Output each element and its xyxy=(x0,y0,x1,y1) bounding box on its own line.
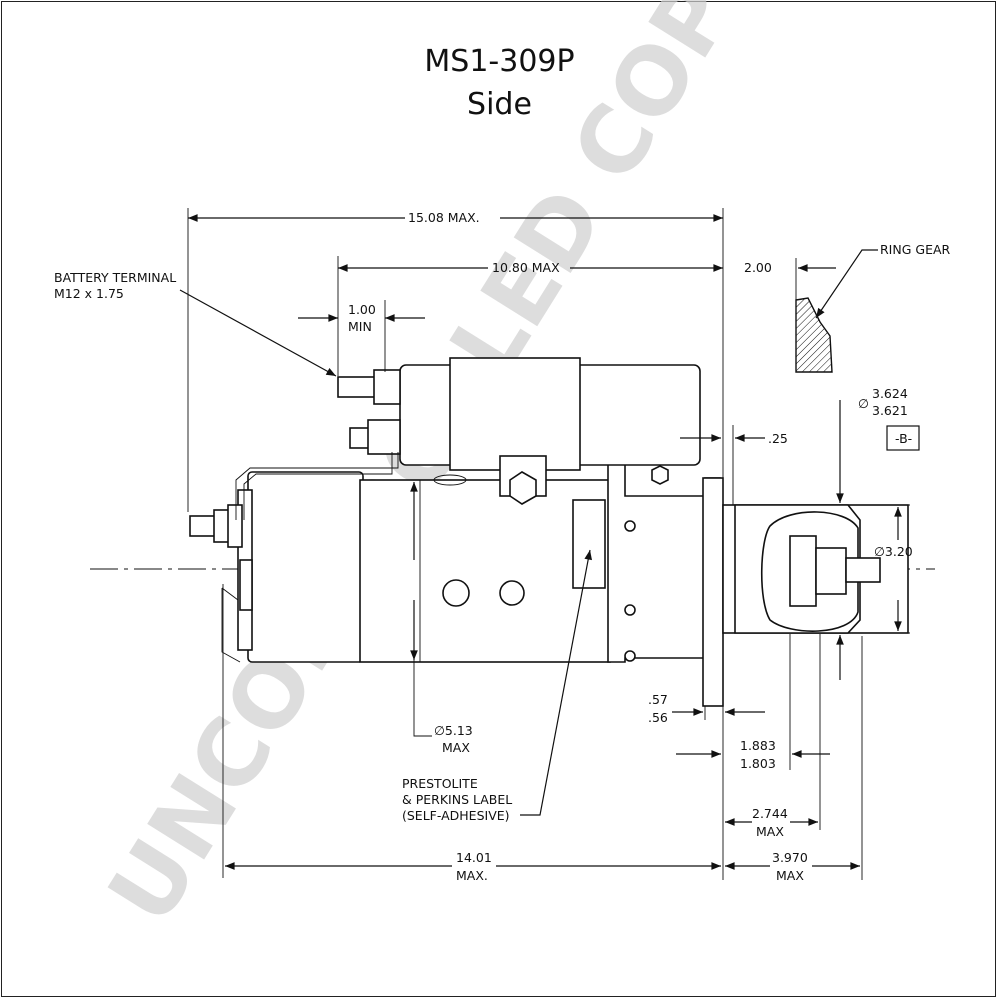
dim-solenoid-length: 10.80 MAX xyxy=(492,260,560,275)
yoke-stamp xyxy=(433,474,467,486)
dim-nose-length: 3.970 xyxy=(772,850,808,865)
dim-terminal-gap: 1.00 xyxy=(348,302,376,317)
battery-terminal-thread: M12 x 1.75 xyxy=(54,286,124,301)
dim-flange-thickness-lower: .56 xyxy=(648,710,668,725)
dim-pinion-length: 2.744 xyxy=(752,806,788,821)
label-callout-2: & PERKINS LABEL xyxy=(402,792,512,807)
dim-body-dia: ∅5.13 xyxy=(434,723,473,738)
motor-yoke xyxy=(359,479,611,663)
ring-gear-profile xyxy=(795,297,833,373)
drawing-title: MS1-309P xyxy=(424,44,575,79)
dim-nose-length-max: MAX xyxy=(776,868,804,883)
field-lead xyxy=(235,452,399,520)
leader-line xyxy=(413,660,432,737)
ring-gear-label: RING GEAR xyxy=(880,242,951,257)
leader-line xyxy=(520,549,592,816)
end-cap xyxy=(247,471,364,663)
dim-overall-length: 15.08 MAX. xyxy=(408,210,480,225)
drawing-subtitle: Side xyxy=(467,87,532,122)
dim-body-length: 14.01 xyxy=(456,850,492,865)
end-bracket xyxy=(221,587,241,663)
shaft-end xyxy=(845,557,881,583)
housing-bolt xyxy=(624,520,636,532)
battery-terminal-nut xyxy=(373,369,401,405)
dim-pinion-position-lower: 1.803 xyxy=(740,756,776,771)
dim-pinion-length-max: MAX xyxy=(756,824,784,839)
datum-box xyxy=(886,425,920,451)
solenoid-band xyxy=(449,357,581,471)
label-callout-3: (SELF-ADHESIVE) xyxy=(402,808,510,823)
end-washer xyxy=(227,504,243,548)
hex-plug xyxy=(651,465,669,485)
field-lead xyxy=(243,452,393,520)
dim-pilot-dia-lower: 3.621 xyxy=(872,403,908,418)
switch-terminal-nut xyxy=(367,419,401,455)
dim-pilot-dia-upper: 3.624 xyxy=(872,386,908,401)
leader-line xyxy=(179,289,337,377)
housing-bolt xyxy=(624,650,636,662)
dim-flange-gap: .25 xyxy=(768,431,788,446)
screw xyxy=(499,580,525,606)
dim-flange-offset: 2.00 xyxy=(744,260,772,275)
label-patch xyxy=(572,499,606,589)
dim-pinion-dia: ∅3.20 xyxy=(874,544,913,559)
dim-body-dia-max: MAX xyxy=(442,740,470,755)
starter-motor xyxy=(189,357,909,707)
battery-terminal-stud xyxy=(337,376,379,398)
end-lug xyxy=(239,559,253,611)
clamp-bolt xyxy=(509,471,537,505)
pinion-hub xyxy=(815,547,847,595)
mounting-flange xyxy=(702,477,724,707)
dim-body-length-max: MAX. xyxy=(456,868,488,883)
dim-terminal-gap-min: MIN xyxy=(348,319,372,334)
dim-pinion-position-upper: 1.883 xyxy=(740,738,776,753)
dim-flange-thickness-upper: .57 xyxy=(648,692,668,707)
label-callout-1: PRESTOLITE xyxy=(402,776,478,791)
screw xyxy=(442,579,470,607)
datum-label: -B- xyxy=(895,431,912,446)
leader-line xyxy=(815,249,878,319)
housing-bolt xyxy=(624,604,636,616)
battery-terminal-label: BATTERY TERMINAL xyxy=(54,270,176,285)
dimensions: 15.08 MAX. 10.80 MAX 1.00 MIN BATTERY TE… xyxy=(54,208,951,883)
dim-pilot-dia-symbol: ∅ xyxy=(858,396,869,411)
pinion-gear xyxy=(789,535,817,607)
